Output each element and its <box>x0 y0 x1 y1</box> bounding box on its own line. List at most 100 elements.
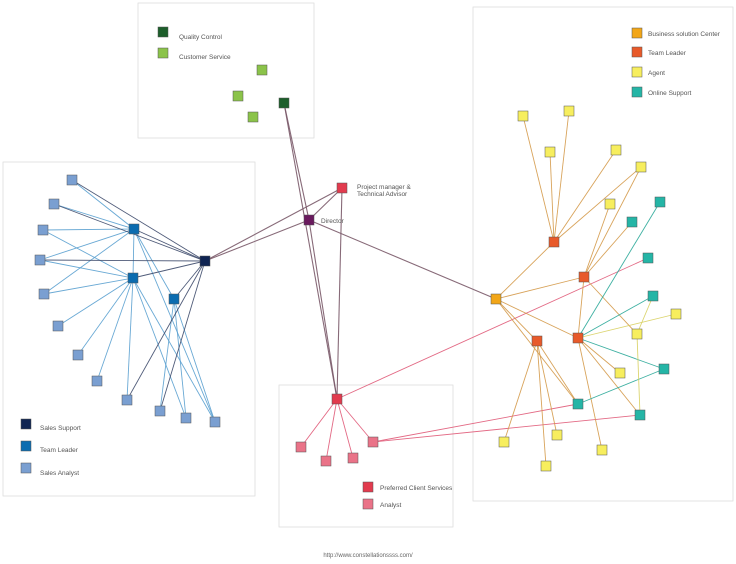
nodes-layer <box>34 64 682 472</box>
edge-pcs-an4 <box>336 398 374 443</box>
panel-sales <box>2 161 256 497</box>
edge-ag7-rt3 <box>577 313 677 339</box>
legend-label-quality-control: Quality Control <box>179 34 223 41</box>
edge-tl2-sa11 <box>132 277 187 419</box>
edge-tl1-sa5 <box>43 228 135 295</box>
legend-client-services: Preferred Client Services Analyst <box>362 481 453 510</box>
edge-tl2-sa12 <box>132 277 216 423</box>
edge-tl1-tl3 <box>133 228 175 300</box>
analyst-node <box>347 452 359 464</box>
legend-label-analyst: Analyst <box>380 502 402 509</box>
edge-tl1-sa12 <box>133 228 216 423</box>
edge-tl3-sa11 <box>173 298 187 419</box>
edge-rt3-ag9 <box>577 337 621 374</box>
edge-rt2-rt3 <box>577 276 585 339</box>
edge-ss-sa10 <box>159 260 206 412</box>
edge-rt2-ag8 <box>583 276 638 335</box>
agent-node <box>670 308 682 320</box>
agent-node <box>551 429 563 441</box>
edge-tl1-tl2 <box>132 228 135 279</box>
director-node <box>303 214 315 226</box>
legend-label-agent: Agent <box>648 70 665 77</box>
legend-swatch-business-center <box>631 27 643 39</box>
edge-tl2-sa8 <box>96 277 134 382</box>
edge-rt3-ag13 <box>577 337 603 451</box>
edge-rt1-ag5 <box>553 166 642 243</box>
edge-rt4-ag12 <box>536 340 547 467</box>
edge-tl1-sa4 <box>39 228 135 261</box>
sales-analyst-node <box>38 288 50 300</box>
agent-node <box>635 161 647 173</box>
edge-tl2-sa7 <box>77 277 134 356</box>
edge-rt1-ag1 <box>522 115 555 243</box>
agent-node <box>563 105 575 117</box>
edge-os7-os5 <box>577 368 665 405</box>
sales-team-leader-node <box>128 223 140 235</box>
legend-label-customer-service: Customer Service <box>179 54 231 61</box>
edge-rt1-ag3 <box>549 151 555 243</box>
customer-service-node <box>247 111 259 123</box>
agent-node <box>544 146 556 158</box>
edge-bc-rt4 <box>495 298 538 342</box>
edge-tl1-sa3 <box>42 228 135 231</box>
footer-url: http://www.constellationssss.com/ <box>323 553 413 559</box>
legend-swatch-sales-analyst <box>20 462 32 474</box>
edge-tl2-sa9 <box>126 277 134 401</box>
panel-quality <box>137 2 315 139</box>
team-leader-node <box>531 335 543 347</box>
sales-team-leader-node <box>127 272 139 284</box>
agent-node <box>596 444 608 456</box>
sales-analyst-node <box>66 174 78 186</box>
edge-rt3-os4 <box>577 295 654 339</box>
legend-label-sales-support: Sales Support <box>40 425 81 432</box>
team-leader-node <box>548 236 560 248</box>
sales-analyst-node <box>48 198 60 210</box>
sales-analyst-node <box>34 254 46 266</box>
sales-analyst-node <box>37 224 49 236</box>
edge-tl2-sa3 <box>42 229 134 279</box>
sales-analyst-node <box>154 405 166 417</box>
edges-layer <box>39 102 677 467</box>
sales-analyst-node <box>121 394 133 406</box>
edge-dr-ss <box>204 219 310 262</box>
legend-swatch-online-support <box>631 86 643 98</box>
director-label: Director <box>321 218 345 225</box>
legend-label-team-leader: Team Leader <box>40 447 79 454</box>
sales-analyst-node <box>91 375 103 387</box>
agent-node <box>614 367 626 379</box>
edge-ag8-os6 <box>636 333 641 416</box>
legend-swatch-analyst <box>362 498 374 510</box>
edge-pm-ss <box>204 187 343 262</box>
project-manager-node <box>336 182 348 194</box>
agent-node <box>498 436 510 448</box>
edge-ss-sa9 <box>126 260 206 401</box>
edge-bc-rt2 <box>495 276 585 300</box>
online-support-node <box>658 363 670 375</box>
agent-node <box>631 328 643 340</box>
online-support-node <box>654 196 666 208</box>
edge-rt3-os1 <box>577 201 661 339</box>
edge-rt4-os7 <box>536 340 579 405</box>
edge-rt4-ag10 <box>503 340 538 443</box>
agent-node <box>540 460 552 472</box>
sales-team-leader-node <box>168 293 180 305</box>
edge-rt3-os6 <box>577 337 641 416</box>
analyst-node <box>367 436 379 448</box>
edge-ss-tl3 <box>173 260 206 300</box>
edge-dr-pcs <box>308 219 338 400</box>
legend-swatch-team-leader <box>20 440 32 452</box>
sales-analyst-node <box>180 412 192 424</box>
project-manager-label: Project manager & <box>357 184 411 191</box>
edge-bc-rt1 <box>495 241 555 300</box>
edge-qc-pcs <box>283 102 338 400</box>
legend-swatch-preferred-client <box>362 481 374 493</box>
edge-pcs-an2 <box>325 398 338 462</box>
sales-analyst-node <box>72 349 84 361</box>
agent-node <box>604 198 616 210</box>
edge-tl2-sa5 <box>43 277 134 295</box>
edge-pcs-an1 <box>300 398 338 448</box>
legend-label-online-support: Online Support <box>648 90 692 97</box>
edge-tl2-sa6 <box>57 277 134 327</box>
project-manager-label-2: Technical Advisor <box>357 191 408 198</box>
